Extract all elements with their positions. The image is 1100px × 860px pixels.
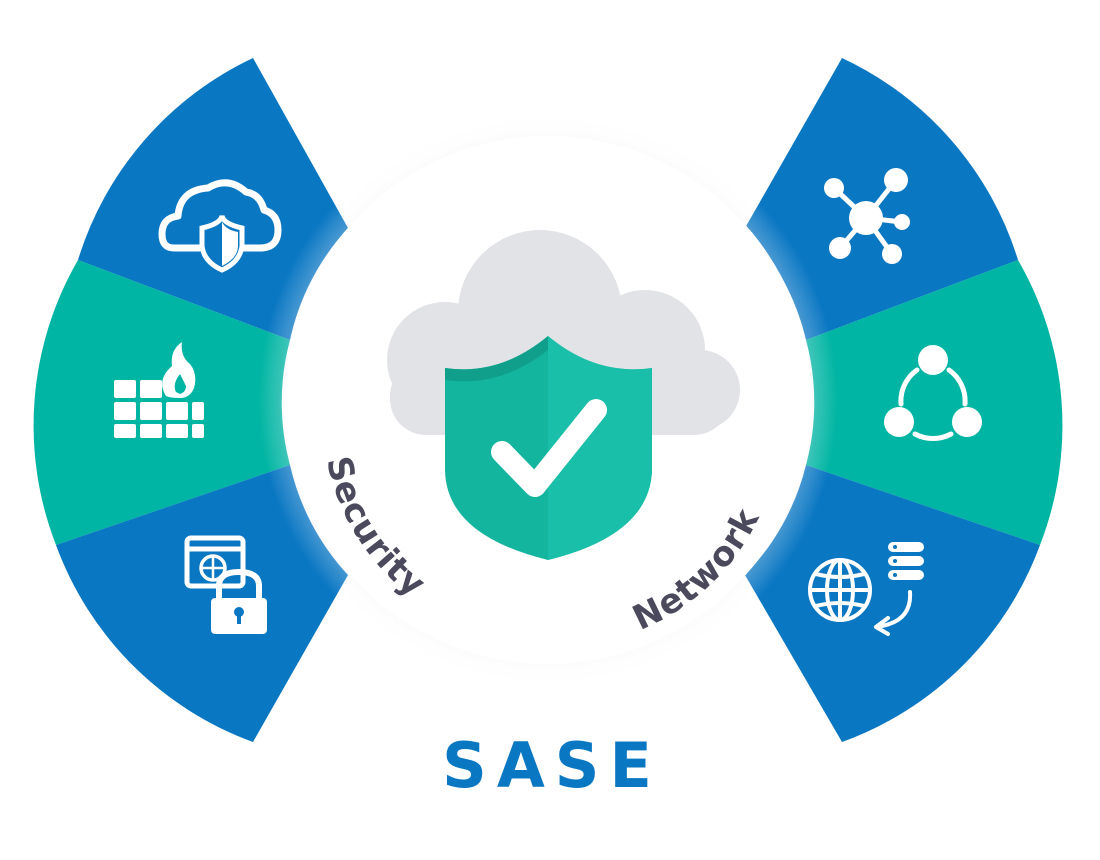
cloud-shield-icon bbox=[158, 179, 282, 273]
segment-right-bottom bbox=[745, 465, 1040, 742]
firewall-icon bbox=[114, 342, 204, 438]
segment-right-middle bbox=[806, 260, 1063, 545]
secure-web-lock-icon bbox=[184, 535, 267, 634]
sase-title: SASE bbox=[442, 729, 662, 802]
global-data-sync-icon bbox=[808, 542, 924, 636]
share-nodes-icon bbox=[884, 345, 982, 442]
left-wing bbox=[33, 58, 348, 742]
network-hub-icon bbox=[824, 168, 910, 264]
segment-left-bottom bbox=[56, 465, 348, 742]
shield-check-icon bbox=[445, 336, 652, 560]
segment-left-top bbox=[78, 58, 348, 340]
segment-left-middle bbox=[33, 260, 290, 545]
